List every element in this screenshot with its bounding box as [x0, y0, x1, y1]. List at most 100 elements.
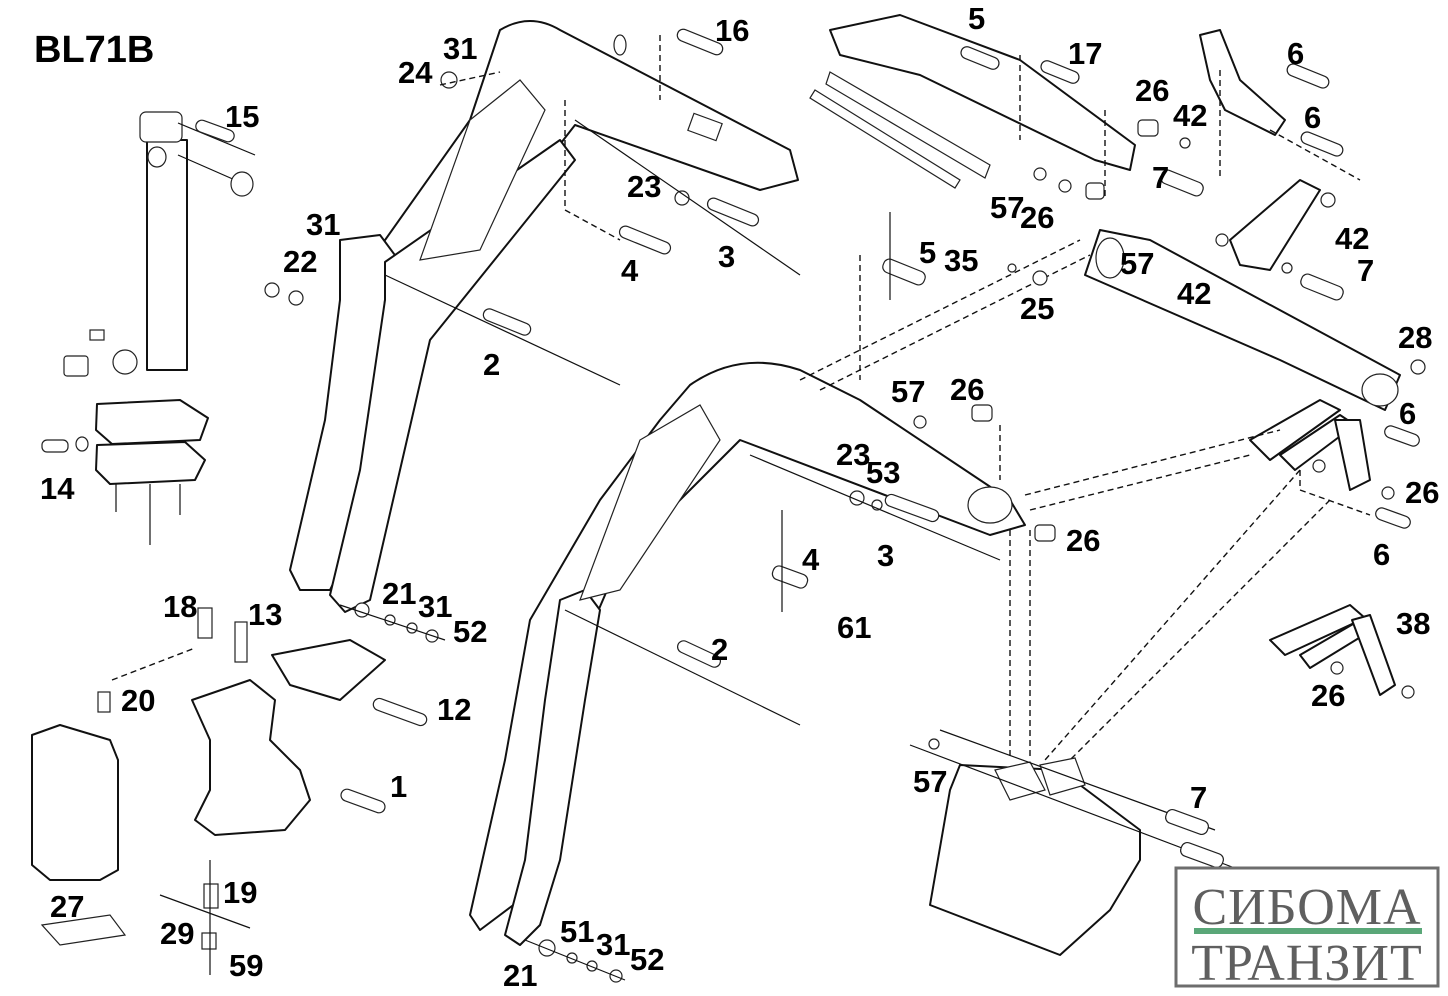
- leader-dashed: [1269, 129, 1361, 181]
- leader-dashed: [1029, 454, 1251, 511]
- leader-dashed: [1024, 429, 1281, 496]
- callout-57: 57: [891, 374, 925, 409]
- callout-38: 38: [1396, 606, 1430, 641]
- bushing-26b: [1085, 182, 1105, 200]
- stabilizer-leg-assembly: [41, 111, 256, 545]
- linkage-38c: [1351, 614, 1396, 696]
- bushing-26g: [1401, 685, 1415, 699]
- washer-57d: [928, 738, 940, 750]
- pin-19: [203, 883, 219, 909]
- callout-26: 26: [950, 372, 984, 407]
- callout-53: 53: [866, 455, 900, 490]
- callout-52: 52: [453, 614, 487, 649]
- boom-slot: [613, 34, 627, 56]
- callout-42: 42: [1177, 276, 1211, 311]
- swing-frame-assembly: [31, 607, 428, 975]
- callout-2: 2: [483, 347, 500, 382]
- callout-7: 7: [1190, 780, 1207, 815]
- pin-17: [1040, 60, 1080, 84]
- pin-6a: [1286, 63, 1330, 89]
- pin-2b: [676, 640, 722, 668]
- dipper-arm-leg: [504, 589, 601, 946]
- pin-7b: [1300, 273, 1344, 301]
- dipper-tip-boss: [967, 486, 1013, 524]
- pin-7d: [1180, 841, 1224, 869]
- callout-26: 26: [1135, 73, 1169, 108]
- callout-7: 7: [1152, 160, 1169, 195]
- swing-bracket: [191, 679, 311, 836]
- bucket-ear-left: [994, 761, 1046, 801]
- pin-18: [197, 607, 213, 639]
- stabilizer-leg: [146, 139, 188, 371]
- callout-21: 21: [503, 958, 537, 993]
- pin-axis: [339, 604, 446, 641]
- dipper-cylinder: [579, 404, 721, 601]
- bushing-59: [201, 932, 217, 950]
- bushing-22b: [288, 290, 304, 306]
- bushing-22: [264, 282, 280, 298]
- callout-5: 5: [919, 235, 936, 270]
- callout-1: 1: [390, 769, 407, 804]
- washer-57b: [1058, 179, 1072, 193]
- callout-25: 25: [1020, 291, 1054, 326]
- callout-23: 23: [627, 169, 661, 204]
- link-bracket: [1229, 179, 1321, 271]
- bucket-cylinder-head: [1095, 237, 1125, 279]
- bushing-26c: [1381, 486, 1395, 500]
- callout-35: 35: [944, 243, 978, 278]
- callout-24: 24: [398, 55, 433, 90]
- callout-26: 26: [1020, 200, 1054, 235]
- callout-26: 26: [1066, 523, 1100, 558]
- bucket-assembly: [909, 729, 1241, 956]
- link-plate-6: [1199, 29, 1286, 136]
- watermark-logo: СИБОМА ТРАНЗИТ: [1174, 866, 1440, 992]
- stabilizer-cap: [230, 171, 254, 197]
- bushing-25: [1032, 270, 1048, 286]
- callout-31: 31: [596, 927, 630, 962]
- upper-boom-assembly: [264, 20, 801, 643]
- bushing-26e: [1034, 524, 1056, 542]
- pin-axis: [574, 119, 801, 276]
- callout-15: 15: [225, 99, 259, 134]
- callout-4: 4: [621, 253, 639, 288]
- watermark-box: [1174, 866, 1440, 988]
- callout-7: 7: [1357, 253, 1374, 288]
- link-rocker: [1334, 419, 1371, 491]
- callout-labels: 15 14 31 24 16 23 3 4 31 22 2 21 31 52 1…: [40, 1, 1439, 993]
- watermark-line1: СИБОМА: [1192, 879, 1421, 936]
- stabilizer-foot-plate: [95, 399, 209, 445]
- callout-13: 13: [248, 597, 282, 632]
- callout-18: 18: [163, 589, 197, 624]
- clip-35: [1007, 263, 1017, 273]
- callout-52: 52: [630, 942, 664, 977]
- bushing-51: [538, 939, 556, 957]
- pin-7c: [1165, 808, 1209, 836]
- callout-27: 27: [50, 889, 84, 924]
- callout-21: 21: [382, 576, 416, 611]
- bucket-cylinder-assembly: [809, 14, 1426, 411]
- bucket-cylinder-eye: [1361, 373, 1399, 407]
- dipper-arm: [469, 361, 1026, 931]
- ring-42a: [1179, 137, 1191, 149]
- callout-5: 5: [968, 1, 985, 36]
- stabilizer-plug: [147, 146, 167, 168]
- pin-6d: [1375, 507, 1411, 529]
- pin-axis: [524, 939, 626, 981]
- callout-6: 6: [1373, 537, 1390, 572]
- callout-57: 57: [1120, 246, 1154, 281]
- washer-57a: [1033, 167, 1047, 181]
- pin-axis: [749, 454, 1001, 561]
- watermark-bar: [1194, 928, 1422, 934]
- stabilizer-top-mount: [139, 111, 183, 143]
- bucket-cylinder: [1084, 229, 1401, 411]
- callout-31: 31: [306, 207, 340, 242]
- stabilizer-pin-15: [195, 119, 235, 143]
- cylinder-rod-2: [809, 89, 961, 189]
- callout-31: 31: [418, 589, 452, 624]
- bushing-26: [971, 404, 993, 422]
- bushing-28: [1410, 359, 1426, 375]
- ring-31d: [566, 952, 578, 964]
- callout-6: 6: [1399, 396, 1416, 431]
- callout-16: 16: [715, 13, 749, 48]
